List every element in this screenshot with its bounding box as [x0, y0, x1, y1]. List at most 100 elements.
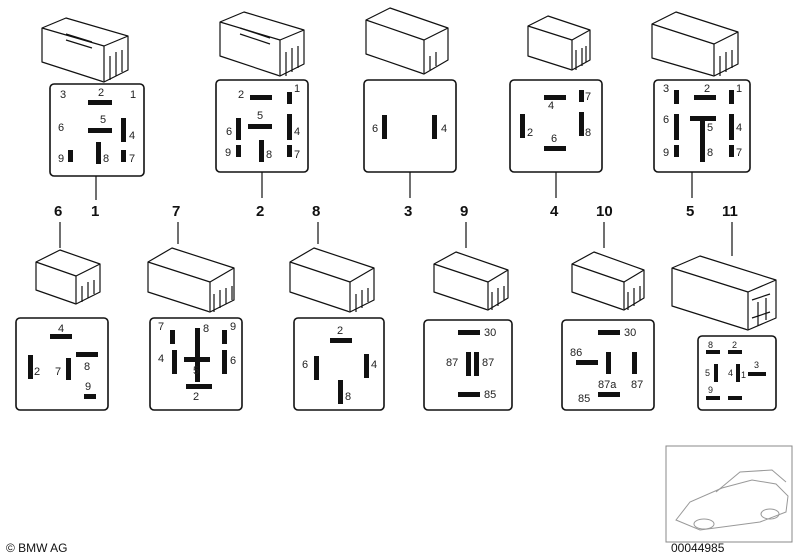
relay-9-pin: 87 — [482, 357, 494, 369]
relay-10-pin: 87a — [598, 379, 617, 391]
relay-11-pin: 9 — [708, 385, 713, 395]
relay-10-pin: 30 — [624, 327, 636, 339]
relay-8-pin: 6 — [302, 359, 308, 371]
relay-5: 3 2 1 6 5 4 9 8 7 5 — [651, 11, 751, 220]
relay-6-pin: 8 — [84, 361, 90, 373]
relay-9: 9 30 87 87 85 — [423, 203, 513, 411]
relay-6-pin-box — [15, 317, 109, 411]
relay-4-pin: 4 — [548, 100, 554, 112]
relay-10-pin: 86 — [570, 347, 582, 359]
relay-10: 10 30 86 87a 87 85 — [561, 203, 655, 411]
relay-7-pin: 4 — [158, 353, 164, 365]
relay-8-pin-box — [293, 317, 385, 411]
relay-5-pin: 6 — [663, 114, 669, 126]
relay-1-pin: 8 — [103, 153, 109, 165]
relay-7: 7 7 8 9 4 6 5 2 — [147, 203, 243, 411]
relay-1-pin: 9 — [58, 153, 64, 165]
relay-11-callout: 11 — [722, 203, 738, 220]
relay-5-pin: 5 — [707, 122, 713, 134]
relay-9-pin: 30 — [484, 327, 496, 339]
relay-5-pin: 2 — [704, 83, 710, 95]
relay-9-callout: 9 — [460, 203, 468, 220]
relay-6-pin: 9 — [85, 381, 91, 393]
relay-9-body — [433, 251, 509, 311]
relay-6-callout: 6 — [54, 203, 62, 220]
car-thumbnail — [665, 445, 793, 543]
relay-7-body — [147, 247, 235, 313]
relay-2-pin: 5 — [257, 110, 263, 122]
relay-2-pin: 4 — [294, 126, 300, 138]
relay-7-pin: 9 — [230, 321, 236, 333]
relay-5-pin: 9 — [663, 147, 669, 159]
relay-11-body — [671, 255, 777, 331]
relay-3-body — [365, 7, 449, 75]
relay-1-body — [41, 17, 129, 83]
relay-10-body — [571, 251, 645, 311]
relay-1-pin: 1 — [130, 89, 136, 101]
relay-6-pin: 2 — [34, 366, 40, 378]
relay-7-pin: 8 — [203, 323, 209, 335]
relay-3-callout: 3 — [404, 203, 412, 220]
part-number-label: 00044985 — [671, 541, 725, 555]
relay-8: 8 2 6 4 8 — [289, 203, 385, 411]
relay-10-pin: 87 — [631, 379, 643, 391]
relay-6-pin: 4 — [58, 323, 64, 335]
relay-10-callout: 10 — [596, 203, 613, 220]
relay-1-callout: 1 — [91, 203, 99, 220]
relay-5-callout: 5 — [686, 203, 694, 220]
relay-2-pin: 2 — [238, 89, 244, 101]
relay-8-pin: 8 — [345, 391, 351, 403]
relay-7-pin: 2 — [193, 391, 199, 403]
relay-4-pin: 7 — [585, 91, 591, 103]
relay-11-pin: 3 — [754, 360, 759, 370]
relay-10-pin: 85 — [578, 393, 590, 405]
relay-5-pin: 7 — [736, 147, 742, 159]
relay-8-callout: 8 — [312, 203, 320, 220]
relay-2-pin: 9 — [225, 147, 231, 159]
relay-11-pin: 4 — [728, 368, 733, 378]
relay-1-pin: 2 — [98, 87, 104, 99]
relay-8-body — [289, 247, 375, 313]
relay-1-pin: 7 — [129, 153, 135, 165]
relay-6: 6 4 8 2 7 9 — [15, 203, 109, 411]
relay-4: 4 7 2 8 6 4 — [509, 15, 603, 220]
relay-1: 3 2 1 5 6 4 9 8 7 1 — [41, 17, 145, 220]
relay-4-pin: 2 — [527, 127, 533, 139]
relay-1-pin: 4 — [129, 130, 135, 142]
relay-9-pin: 87 — [446, 357, 458, 369]
relay-8-pin: 2 — [337, 325, 343, 337]
relay-1-pin: 3 — [60, 89, 66, 101]
relay-4-body — [527, 15, 591, 71]
relay-5-pin: 1 — [736, 83, 742, 95]
relay-11-pin: 8 — [708, 340, 713, 350]
relay-7-callout: 7 — [172, 203, 180, 220]
relay-5-pin: 4 — [736, 122, 742, 134]
relay-4-pin: 6 — [551, 133, 557, 145]
relay-5-pin: 3 — [663, 83, 669, 95]
relay-11-pin: 2 — [732, 340, 737, 350]
relay-4-callout: 4 — [550, 203, 559, 220]
relay-4-pin: 8 — [585, 127, 591, 139]
relay-2-pin: 1 — [294, 83, 300, 95]
relay-2-pin: 7 — [294, 149, 300, 161]
relay-2-pin: 8 — [266, 149, 272, 161]
relay-9-pin: 85 — [484, 389, 496, 401]
relay-7-pin: 6 — [230, 355, 236, 367]
relay-7-pin: 5 — [193, 365, 199, 377]
relay-2: 2 1 5 6 4 9 8 7 2 — [215, 11, 309, 220]
relay-6-body — [35, 249, 101, 305]
copyright-label: © BMW AG — [6, 541, 68, 555]
relay-3-pin: 6 — [372, 123, 378, 135]
relay-2-body — [219, 11, 305, 77]
relay-11: 11 8 2 3 5 4 1 9 — [671, 203, 777, 411]
relay-3: 6 4 3 — [363, 7, 457, 220]
relay-7-pin: 7 — [158, 321, 164, 333]
relay-1-pin: 6 — [58, 122, 64, 134]
relay-11-pin: 5 — [705, 368, 710, 378]
relay-2-callout: 2 — [256, 203, 264, 220]
relay-1-pin: 5 — [100, 114, 106, 126]
relay-5-body — [651, 11, 739, 77]
relay-5-pin: 8 — [707, 147, 713, 159]
relay-3-pin: 4 — [441, 123, 447, 135]
